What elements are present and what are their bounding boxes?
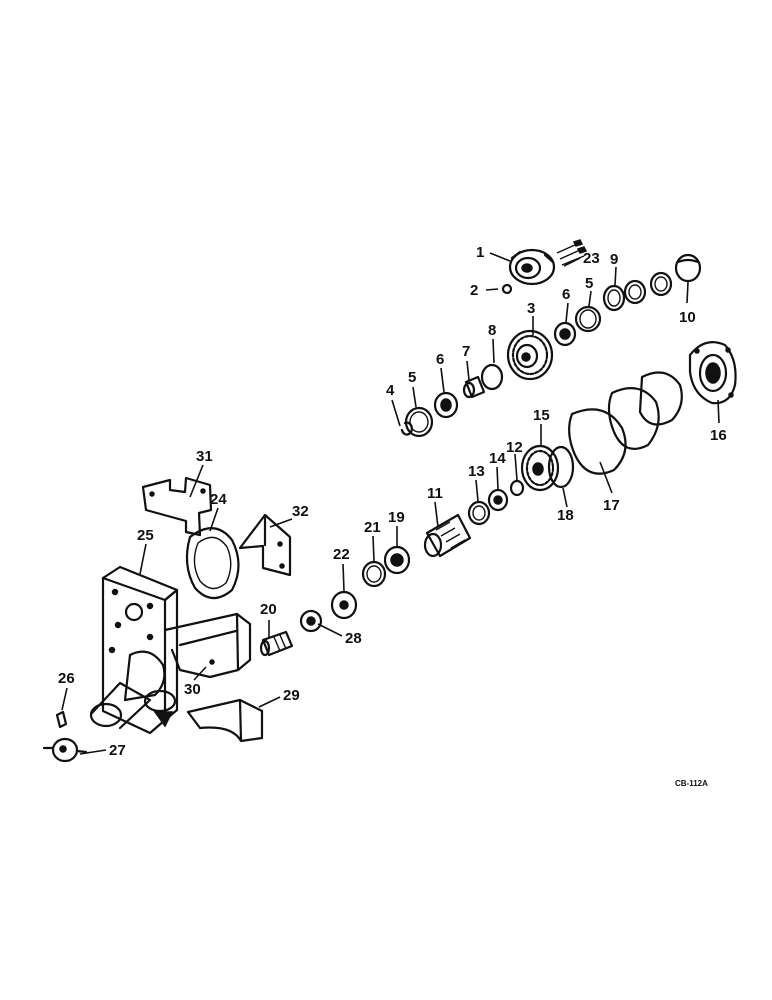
callout-24: 24 [210,491,227,508]
part-31-bracket [141,476,213,537]
callout-22: 22 [333,546,350,563]
part-4-snap-ring [400,421,413,436]
callout-32: 32 [292,503,309,520]
callout-17: 17 [603,497,620,514]
part-10-cap [674,253,702,283]
callout-labels: 1 2 3 4 5 5 6 6 7 8 9 10 11 12 13 14 15 … [58,244,727,759]
callout-10: 10 [679,309,696,326]
part-18-ring [547,445,575,489]
part-6-bearing-lower [433,391,459,419]
callout-25: 25 [137,527,154,544]
callout-20: 20 [260,601,277,618]
callout-26: 26 [58,670,75,687]
callout-27: 27 [109,742,126,759]
part-17-gaskets [568,371,683,475]
part-32-bracket [238,513,292,577]
callout-30: 30 [184,681,201,698]
callout-5-lower: 5 [408,369,416,386]
part-6-bearing-upper [553,321,577,347]
part-27-disc [42,737,88,763]
part-7-shaft [462,375,486,399]
part-23-pins [556,239,588,266]
part-29-chute [186,698,264,743]
part-30-arm [163,612,252,679]
callout-29: 29 [283,687,300,704]
callout-9: 9 [610,251,618,268]
callout-7: 7 [462,343,470,360]
callout-23: 23 [583,250,600,267]
callout-15: 15 [533,407,550,424]
callout-2: 2 [470,282,478,299]
part-21-race [361,560,387,588]
part-26-clip [55,710,68,729]
part-24-gasket [185,527,240,600]
part-12-ring [509,479,525,497]
part-2-ring [501,283,513,295]
part-20-pin-shaft [259,630,294,657]
callout-13: 13 [468,463,485,480]
part-15-gear [520,444,560,492]
callout-11: 11 [427,485,443,502]
part-28-flange [299,609,323,633]
callout-16: 16 [710,427,727,444]
part-22-washer [330,590,358,620]
part-11-splined-shaft [423,513,472,558]
callout-19: 19 [388,509,405,526]
part-16-cover [688,341,737,405]
callout-14: 14 [489,450,506,467]
leader-lines [61,252,720,755]
part-3-gear [506,329,554,381]
part-8-snap-ring [480,363,504,391]
part-19-bearing [383,545,411,575]
callout-4: 4 [386,382,395,399]
callout-6-upper: 6 [562,286,570,303]
callout-31: 31 [196,448,213,465]
part-14-bearing [487,488,509,512]
part-5-race-upper [574,305,602,333]
callout-8: 8 [488,322,496,339]
figure-code: CB-112A [675,779,708,788]
callout-18: 18 [557,507,574,524]
part-25-housing [89,565,179,735]
callout-12: 12 [506,439,523,456]
callout-3: 3 [527,300,535,317]
part-9-ring [602,271,673,312]
callout-1: 1 [476,244,484,261]
callout-6-lower: 6 [436,351,444,368]
callout-5-upper: 5 [585,275,593,292]
callout-21: 21 [364,519,381,536]
callout-28: 28 [345,630,362,647]
part-1-gear-hub [508,248,556,286]
part-13-race [467,500,491,526]
